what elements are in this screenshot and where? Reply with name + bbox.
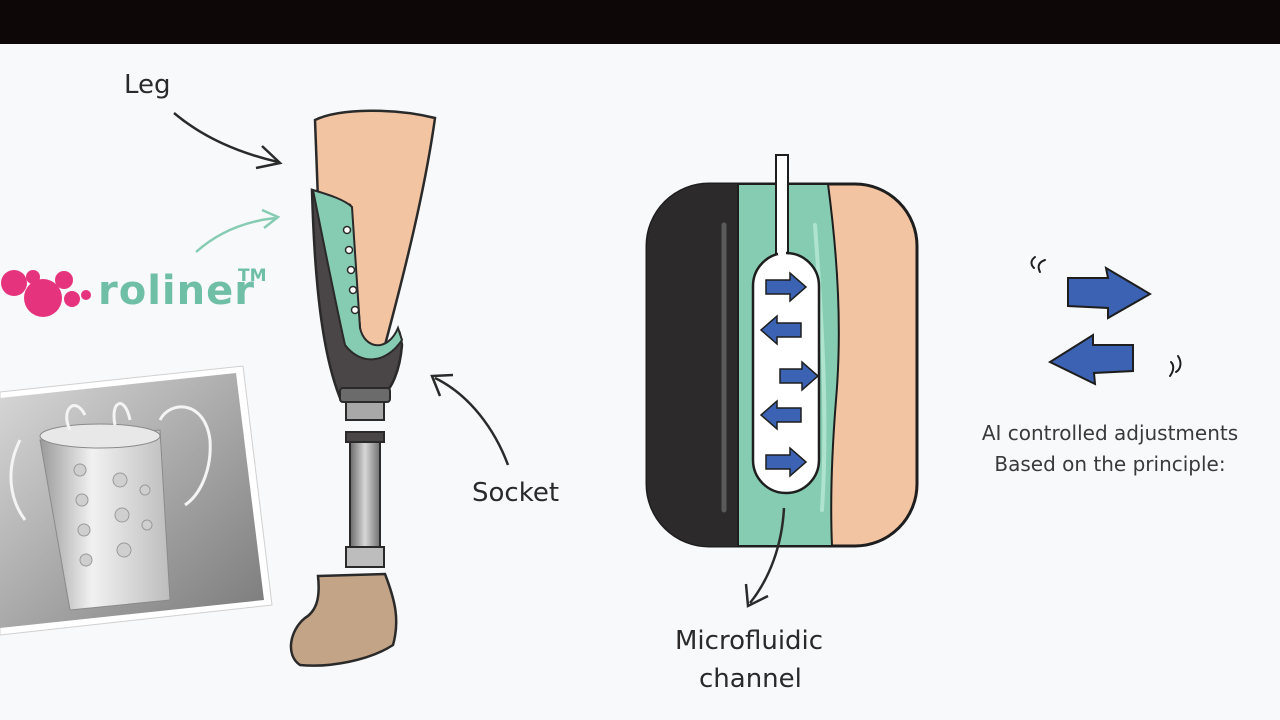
prosthetic-foot [289, 572, 398, 667]
teal-liner [311, 188, 404, 361]
prosthetic-leg-illustration [289, 109, 437, 667]
socket-label: Socket [472, 478, 560, 508]
pylon [349, 441, 381, 548]
caption-line2: Based on the principle: [994, 452, 1226, 476]
socket-pointer-arrow [434, 376, 510, 466]
motion-lines-icon [1030, 256, 1182, 377]
caption-line1: AI controlled adjustments [981, 421, 1239, 445]
liner-product-photo [0, 365, 273, 636]
roliner-brand-name: roliner [98, 268, 255, 314]
roliner-logo-icon [1, 270, 91, 317]
trademark-symbol: TM [238, 266, 267, 286]
microfluidic-label-line2: channel [699, 664, 802, 694]
microfluidic-pointer-arrow [749, 507, 786, 604]
leg-pointer-arrow [173, 112, 279, 164]
leg-label: Leg [124, 70, 171, 100]
adjustment-arrows-icon [1047, 265, 1152, 386]
liner-pointer-arrow [195, 216, 276, 253]
microfluidic-cross-section [645, 154, 919, 548]
pressure-arrows [759, 271, 820, 478]
microfluidic-label-line1: Microfluidic [675, 626, 824, 656]
top-black-bar [0, 0, 1280, 44]
